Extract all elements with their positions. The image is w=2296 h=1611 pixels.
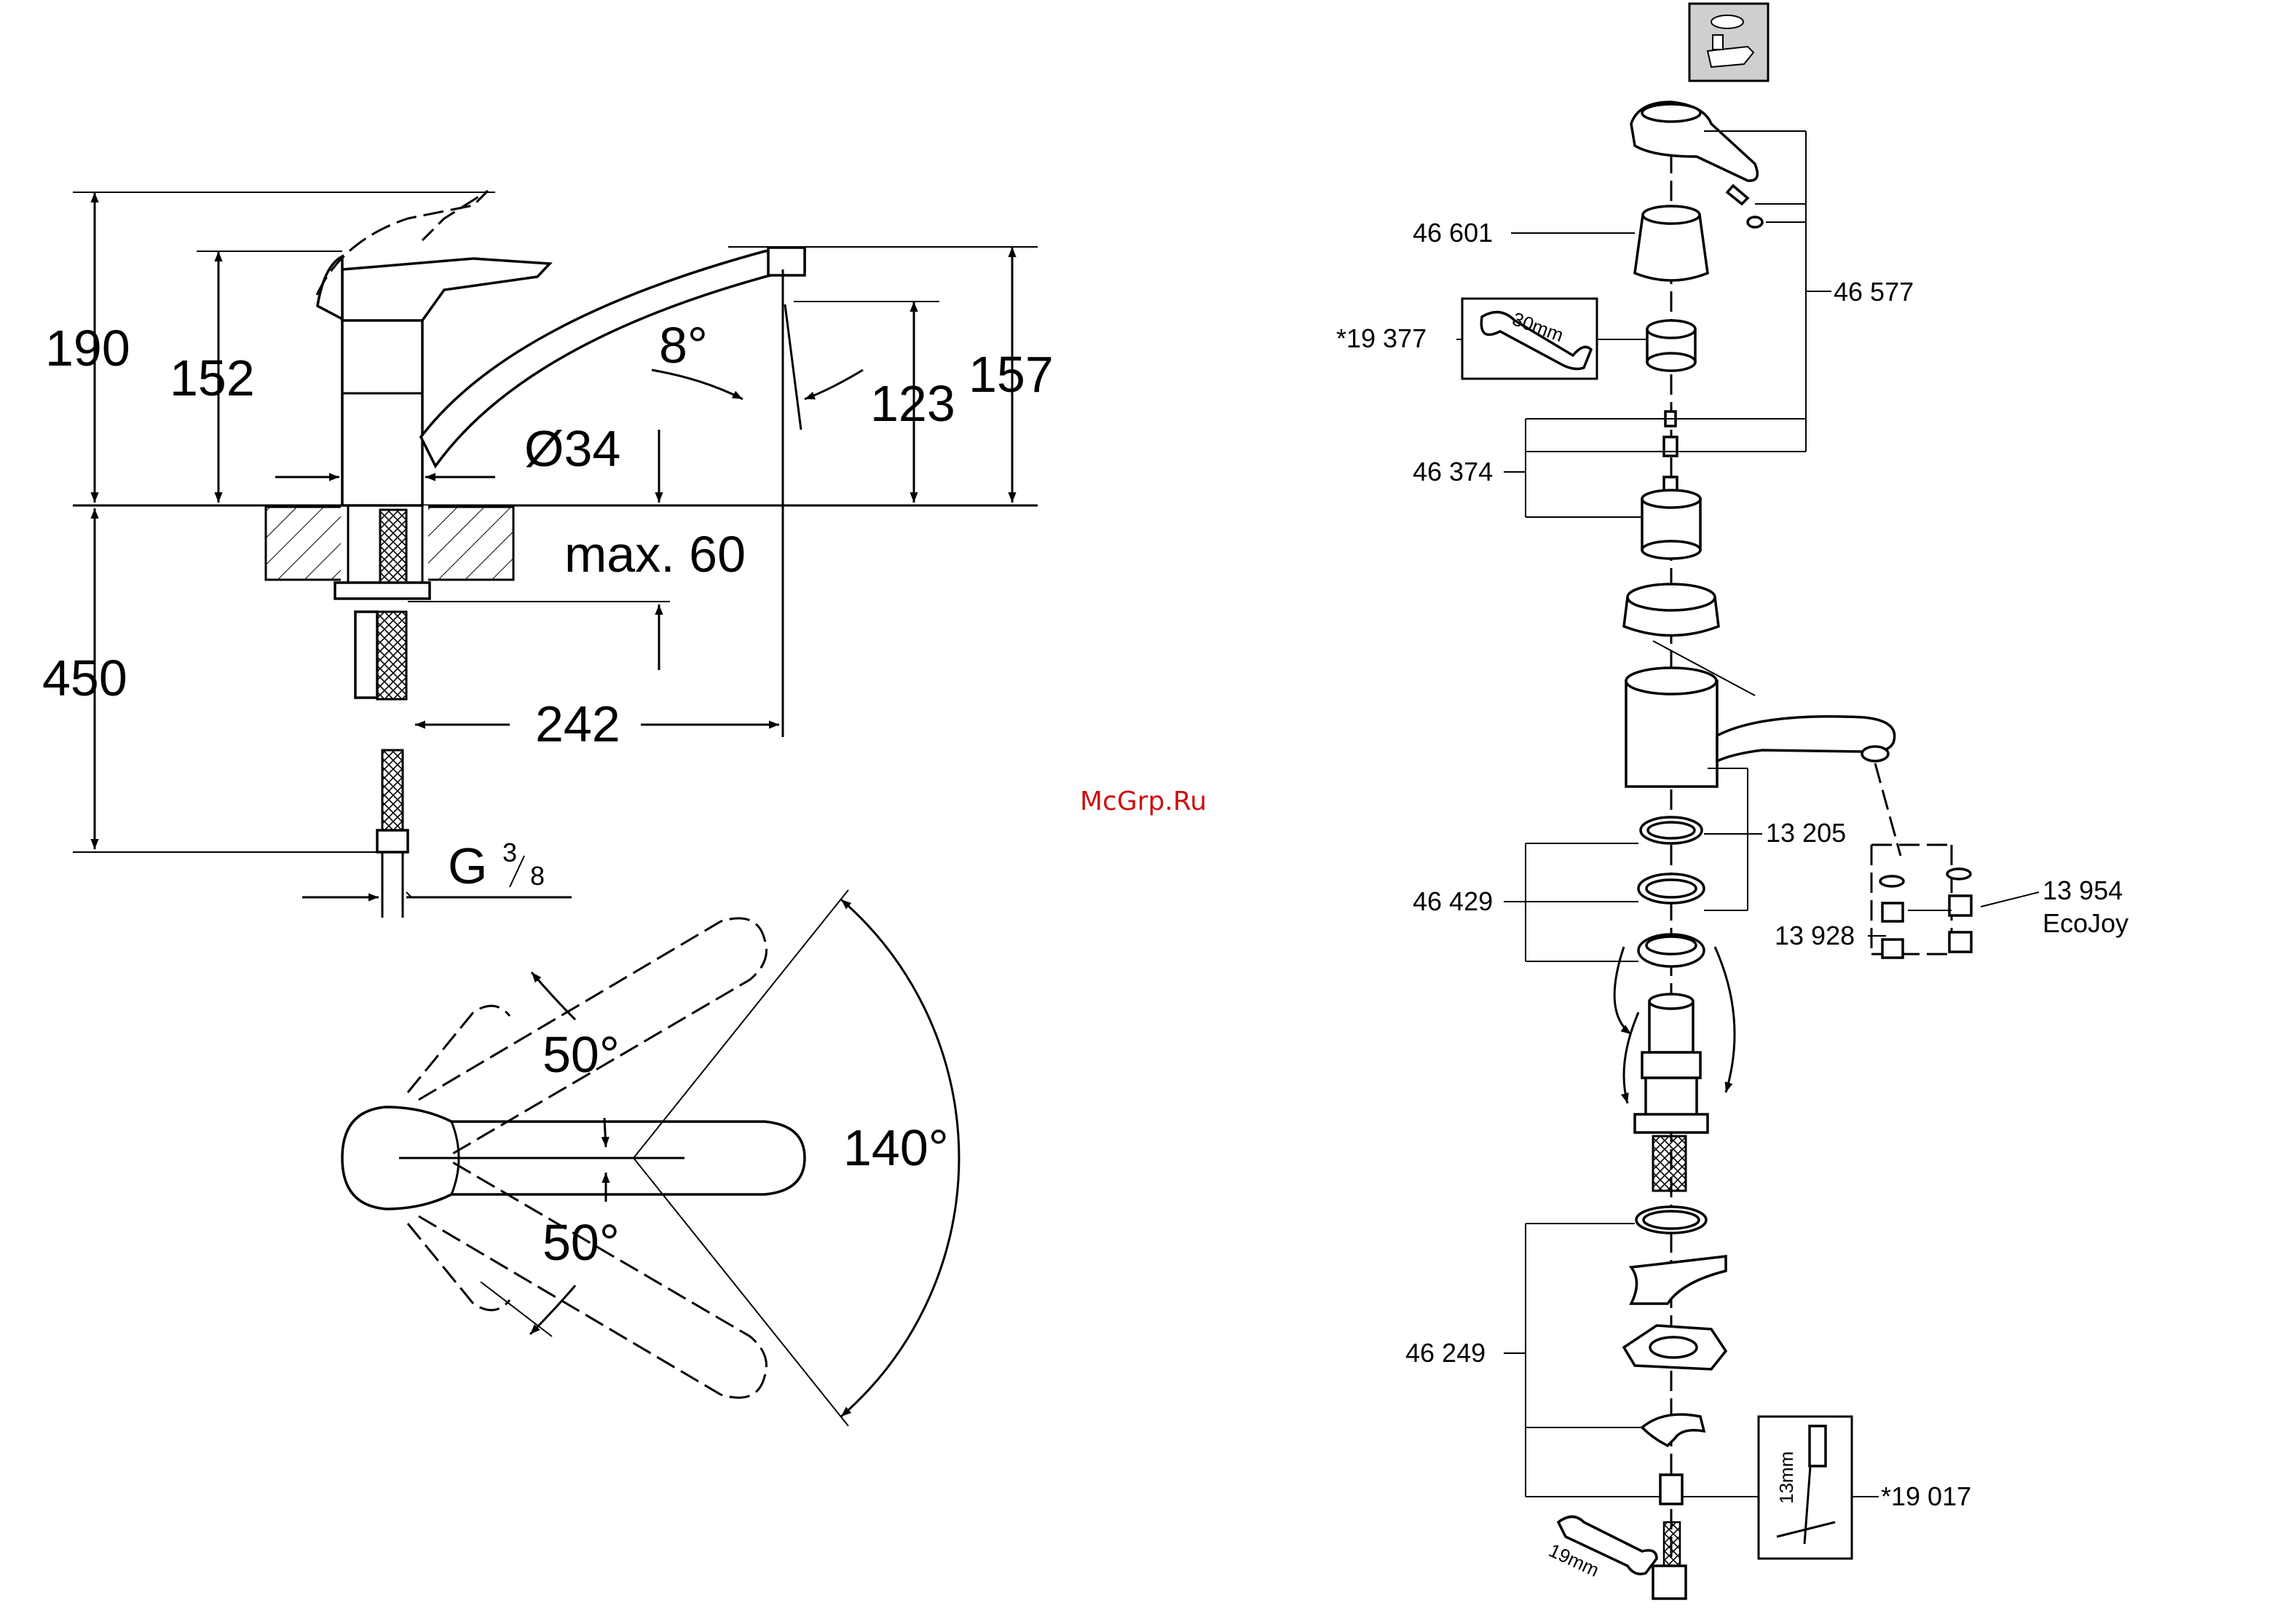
part-46429-label: 46 429 — [1413, 886, 1493, 916]
dim-swing-down-50: 50° — [543, 1214, 620, 1271]
part-13954-label: 13 954 — [2043, 875, 2123, 905]
dim-max-60: max. 60 — [564, 526, 746, 583]
part-ecojoy-label: EcoJoy — [2043, 908, 2129, 938]
top-view-swing: 50° 50° 140° — [342, 890, 959, 1426]
side-elevation-view: 190 152 8° 123 157 Ø34 max. 60 450 242 G… — [42, 191, 1054, 918]
part-46577-label: 46 577 — [1834, 277, 1914, 307]
wrench-19-tool: 19mm — [1545, 1517, 1657, 1581]
dim-190: 190 — [45, 320, 130, 377]
cartridge-part — [1642, 477, 1700, 559]
faucet-type-icon — [1689, 4, 1768, 81]
dim-242: 242 — [535, 696, 620, 752]
dim-diameter-34: Ø34 — [524, 420, 620, 477]
tool-13-size-label: 13mm — [1775, 1452, 1797, 1504]
part-19017-label: *19 017 — [1881, 1481, 1971, 1511]
dim-450: 450 — [42, 650, 127, 706]
horseshoe-washer — [1642, 1414, 1704, 1446]
fixing-nut — [1660, 1475, 1682, 1504]
part-13205-label: 13 205 — [1766, 818, 1846, 848]
exploded-parts-view: 30mm 13mm 19mm — [1336, 4, 2129, 1599]
cap-part — [1635, 206, 1708, 280]
part-46374-label: 46 374 — [1413, 457, 1493, 487]
tool-13-box: 13mm — [1759, 1417, 1852, 1559]
part-46601-label: 46 601 — [1413, 218, 1493, 248]
dim-angle-8: 8° — [659, 317, 708, 374]
part-46249-label: 46 249 — [1405, 1338, 1486, 1368]
part-19377-label: *19 377 — [1336, 323, 1427, 353]
part-13928-label: 13 928 — [1775, 921, 1855, 950]
watermark: McGrp.Ru — [1080, 787, 1207, 816]
dim-thread-numerator: 3 — [502, 838, 517, 867]
dim-swing-up-50: 50° — [543, 1026, 620, 1083]
dim-157: 157 — [968, 346, 1054, 403]
aerator-group — [1871, 845, 1971, 958]
dim-thread-g: G — [448, 838, 487, 894]
dim-thread-denominator: 8 — [530, 861, 545, 891]
dim-152: 152 — [170, 350, 255, 406]
dim-swing-total-140: 140° — [843, 1119, 949, 1176]
nut-part — [1647, 320, 1695, 371]
dim-123: 123 — [870, 375, 955, 432]
half-washer — [1631, 1256, 1726, 1304]
base-body-part — [1614, 947, 1735, 1191]
guide-ring-part — [1624, 584, 1719, 636]
wrench-30-tool: 30mm — [1462, 299, 1597, 379]
